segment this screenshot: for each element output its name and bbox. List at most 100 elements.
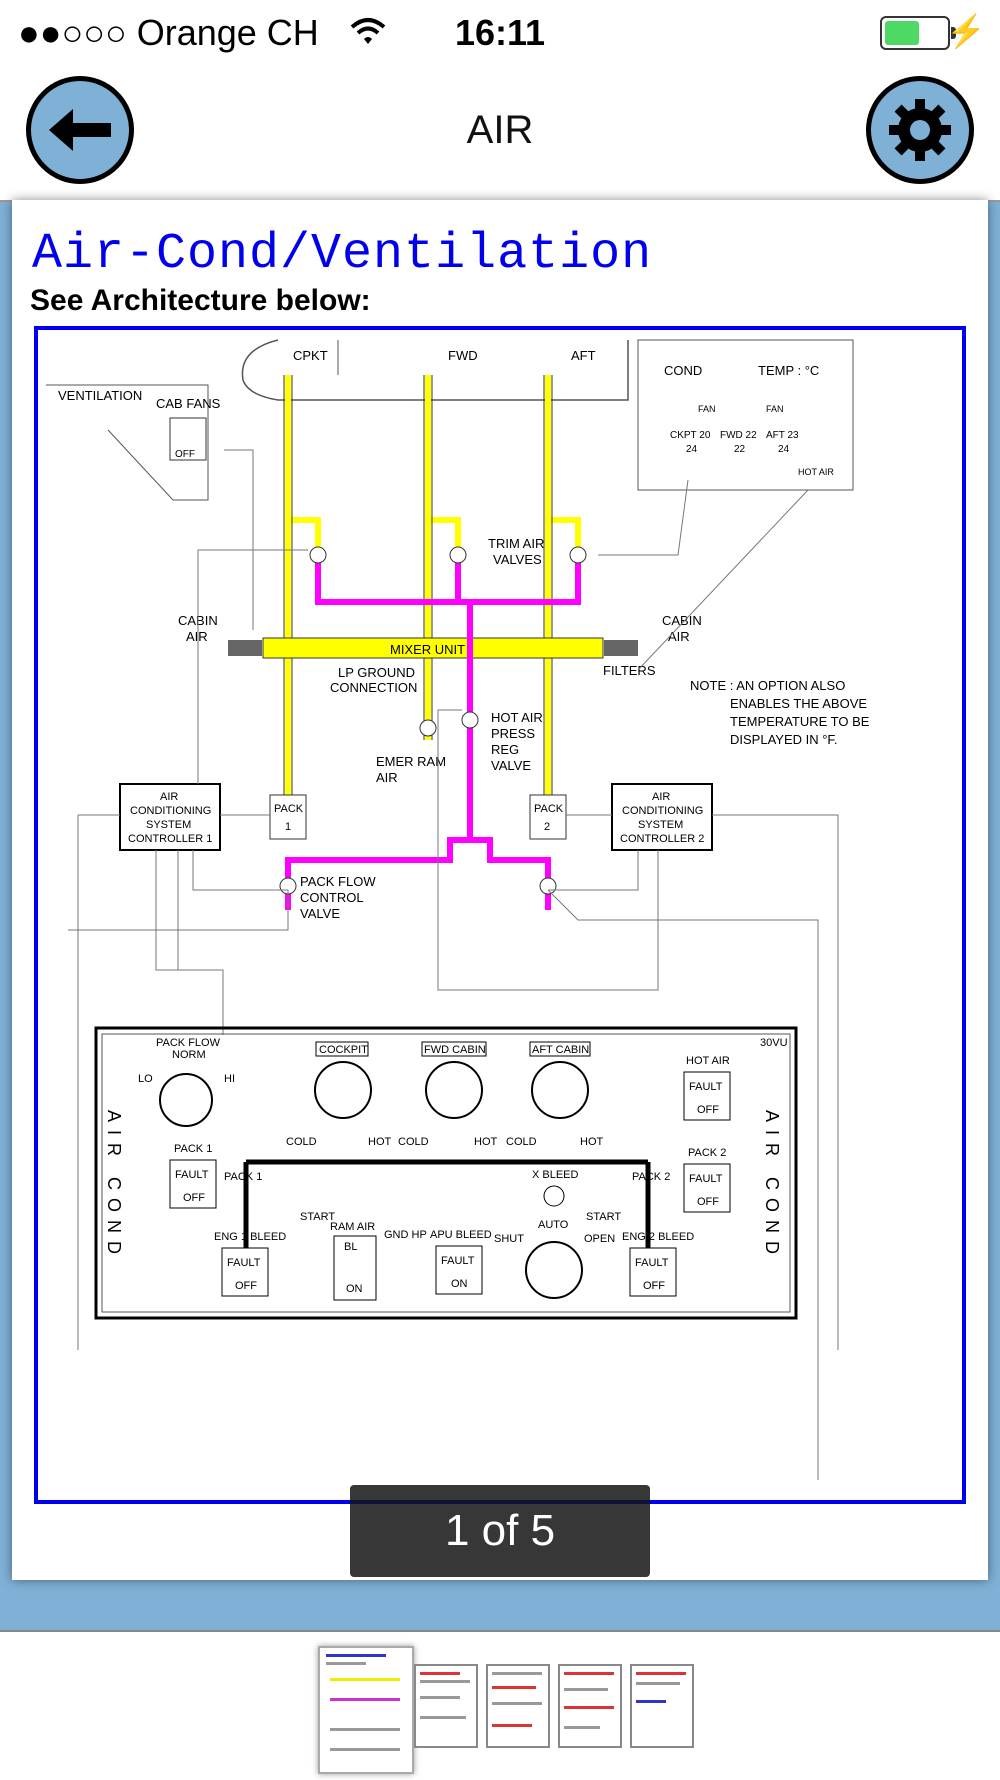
label-ram-air: RAM AIR <box>330 1221 375 1233</box>
label-fwd-cabin: FWD CABIN <box>424 1044 486 1056</box>
label-ckpt-20: CKPT 20 <box>670 430 711 441</box>
label-start-2: START <box>586 1211 621 1223</box>
label-apu-fault: FAULT <box>441 1255 475 1267</box>
thumbnail-page-2[interactable] <box>414 1664 478 1748</box>
label-air-cond-left: AIR COND <box>104 1110 124 1262</box>
label-pack-1-num: 1 <box>285 821 291 833</box>
thumbnail-page-5[interactable] <box>630 1664 694 1748</box>
label-24-b: 24 <box>778 444 790 455</box>
label-pack-2-num: 2 <box>544 821 550 833</box>
label-cabin-air-left-2: AIR <box>186 629 208 644</box>
label-acsc1-3: SYSTEM <box>146 819 191 831</box>
gear-icon <box>889 99 951 161</box>
page-indicator: 1 of 5 <box>350 1485 650 1577</box>
document-title: Air-Cond/Ventilation <box>32 226 653 283</box>
label-emer-ram-1: EMER RAM <box>376 754 446 769</box>
settings-button[interactable] <box>866 76 974 184</box>
label-ventilation: VENTILATION <box>58 388 142 403</box>
label-note-4: DISPLAYED IN °F. <box>730 732 838 747</box>
label-cabin-air-right-2: AIR <box>668 629 690 644</box>
label-open: OPEN <box>584 1233 615 1245</box>
label-30vu: 30VU <box>760 1037 788 1049</box>
label-pack1-off: OFF <box>183 1192 205 1204</box>
label-eng1-off: OFF <box>235 1280 257 1292</box>
label-hot-air-press-3: REG <box>491 742 519 757</box>
back-arrow-icon <box>49 109 111 151</box>
label-acsc1-4: CONTROLLER 1 <box>128 833 212 845</box>
thumbnail-page-4[interactable] <box>558 1664 622 1748</box>
label-fwd: FWD <box>448 348 478 363</box>
label-filters: FILTERS <box>603 663 656 678</box>
label-hot-air-press-2: PRESS <box>491 726 535 741</box>
label-aft-23: AFT 23 <box>766 430 799 441</box>
label-eng1-fault: FAULT <box>227 1257 261 1269</box>
label-hi: HI <box>224 1073 235 1085</box>
label-fan-1: FAN <box>698 404 716 414</box>
label-eng2-off: OFF <box>643 1280 665 1292</box>
label-pack1-sw: PACK 1 <box>174 1143 212 1155</box>
back-button[interactable] <box>26 76 134 184</box>
battery-icon <box>880 16 956 50</box>
label-fan-2: FAN <box>766 404 784 414</box>
label-22: 22 <box>734 444 746 455</box>
pack-flow-knob <box>159 1073 213 1127</box>
label-eng2-fault: FAULT <box>635 1257 669 1269</box>
label-hot-3: HOT <box>580 1136 604 1148</box>
label-hot-2: HOT <box>474 1136 498 1148</box>
label-mixer-unit: MIXER UNIT <box>390 642 465 657</box>
label-gnd-hp: GND HP <box>384 1229 427 1241</box>
page-title: AIR <box>466 108 534 152</box>
label-acsc2-4: CONTROLLER 2 <box>620 833 704 845</box>
label-aft: AFT <box>571 348 596 363</box>
label-hot-air-press-4: VALVE <box>491 758 531 773</box>
label-bl: BL <box>344 1241 357 1253</box>
air-conditioning-diagram: CPKT FWD AFT VENTILATION CAB FANS OFF CO… <box>34 326 966 1504</box>
label-acsc2-3: SYSTEM <box>638 819 683 831</box>
label-pfcv-2: CONTROL <box>300 890 364 905</box>
label-lp-ground-2: CONNECTION <box>330 680 417 695</box>
wifi-icon <box>350 14 386 56</box>
label-note-3: TEMPERATURE TO BE <box>730 714 870 729</box>
thumbnail-page-3[interactable] <box>486 1664 550 1748</box>
cockpit-temp-knob <box>314 1061 372 1119</box>
thumbnail-page-1[interactable] <box>318 1646 414 1774</box>
label-acsc2-1: AIR <box>652 791 670 803</box>
label-pack2-sw: PACK 2 <box>688 1147 726 1159</box>
status-bar: ●●○○○ Orange CH 16:11 ⚡ <box>0 0 1000 64</box>
label-hot-air-off: OFF <box>697 1104 719 1116</box>
label-acsc1-2: CONDITIONING <box>130 805 211 817</box>
document-page[interactable]: Air-Cond/Ventilation See Architecture be… <box>12 200 988 1580</box>
label-cold-2: COLD <box>398 1136 429 1148</box>
label-pack-1: PACK <box>274 803 304 815</box>
label-fwd-22: FWD 22 <box>720 430 757 441</box>
label-acsc2-2: CONDITIONING <box>622 805 703 817</box>
label-cold-3: COLD <box>506 1136 537 1148</box>
label-cab-fans-off: OFF <box>175 449 195 460</box>
cab-fans-switch <box>169 417 207 461</box>
navigation-bar: AIR <box>0 64 1000 202</box>
label-x-bleed: X BLEED <box>532 1169 579 1181</box>
label-pack2-tag: PACK 2 <box>632 1171 670 1183</box>
label-trim-air-2: VALVES <box>493 552 542 567</box>
label-cold-1: COLD <box>286 1136 317 1148</box>
label-lp-ground-1: LP GROUND <box>338 665 415 680</box>
label-lo: LO <box>138 1073 153 1085</box>
label-24-a: 24 <box>686 444 698 455</box>
label-pack2-off: OFF <box>697 1196 719 1208</box>
label-acsc1-1: AIR <box>160 791 178 803</box>
label-hot-1: HOT <box>368 1136 392 1148</box>
carrier-label: ●●○○○ Orange CH <box>18 12 319 53</box>
label-auto: AUTO <box>538 1219 569 1231</box>
label-apu-on: ON <box>451 1278 468 1290</box>
label-pack-flow: PACK FLOW <box>156 1037 221 1049</box>
label-trim-air-1: TRIM AIR <box>488 536 544 551</box>
label-pfcv-1: PACK FLOW <box>300 874 376 889</box>
label-shut: SHUT <box>494 1233 524 1245</box>
label-cabin-air-right-1: CABIN <box>662 613 702 628</box>
label-pack-2: PACK <box>534 803 564 815</box>
label-norm: NORM <box>172 1049 206 1061</box>
label-eng2-bleed: ENG 2 BLEED <box>622 1231 694 1243</box>
label-cpkt: CPKT <box>293 348 328 363</box>
label-emer-ram-2: AIR <box>376 770 398 785</box>
aft-cabin-temp-knob <box>531 1061 589 1119</box>
